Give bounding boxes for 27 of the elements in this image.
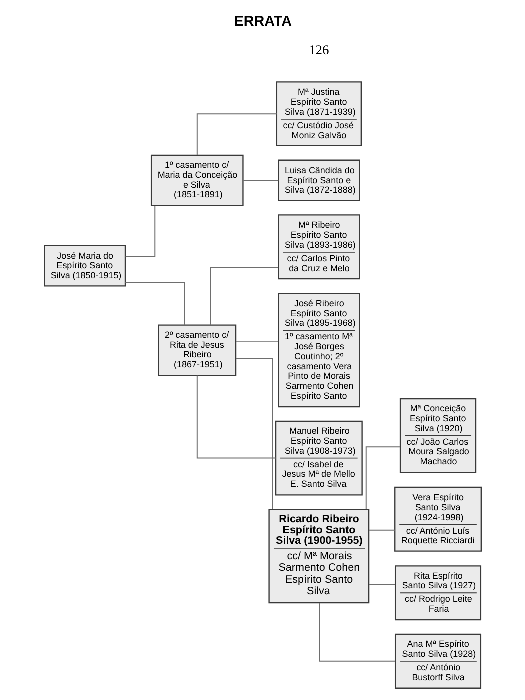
connector — [210, 267, 279, 326]
node-box: Mª Justina Espírito Santo Silva (1871-1939) cc/ Custódio José Moniz Galvão — [276, 82, 362, 147]
node-box: 1º casamento c/ Maria da Conceição e Silva (1851-1891) — [150, 154, 244, 206]
connector — [124, 282, 185, 326]
node-box: Mª Ribeiro Espírito Santo Silva (1893-1986) cc/ Carlos Pinto da Cruz e Melo — [278, 214, 360, 280]
diagram-title: ERRATA — [234, 14, 292, 30]
connector — [124, 205, 156, 258]
connector — [318, 602, 396, 662]
node-box: 2º casamento c/ Rita de Jesus Ribeiro (1867-1951) — [158, 324, 236, 376]
connector — [196, 375, 276, 459]
node-box: José Maria do Espírito Santo Silva (1850-1915) — [44, 245, 126, 287]
node-box: Mª Conceição Espírito Santo Silva (1920) cc/ João Carlos Moura Salgado Machado — [399, 398, 476, 474]
node-box: Rita Espírito Santo Silva (1927) cc/ Rodrigo Leite Faria — [394, 566, 482, 621]
connector — [196, 114, 277, 156]
connector — [365, 446, 400, 510]
connector — [235, 342, 279, 343]
node-box: Manuel Ribeiro Espírito Santo Silva (1908-1973) cc/ Isabel de Jesus Mª de Mello E. Santo Silva — [274, 420, 362, 496]
connector — [235, 358, 273, 510]
label: 126 — [308, 42, 329, 58]
node-box: Ricardo Ribeiro Espírito Santo Silva (1900-1955) cc/ Mª Morais Sarmento Cohen Espírito Santo Silva — [268, 508, 370, 604]
node-box: José Ribeiro Espírito Santo Silva (1895-1968) 1º casamento Mª José Borges Coutinho; 2º casamento Vera Pinto de Morais Sarmento Cohen Espírito Santo — [278, 293, 360, 408]
node-box: Ana Mª Espírito Santo Silva (1928) cc/ António Bustorff Silva — [394, 634, 482, 689]
node-box: Luisa Cândida do Espírito Santo e Silva (1872-1888) — [278, 160, 360, 202]
node-box: Vera Espírito Santo Silva (1924-1998) cc/ António Luís Roquette Ricciardi — [394, 486, 482, 552]
connector — [368, 584, 396, 586]
connector — [242, 180, 279, 182]
connector — [368, 530, 395, 531]
